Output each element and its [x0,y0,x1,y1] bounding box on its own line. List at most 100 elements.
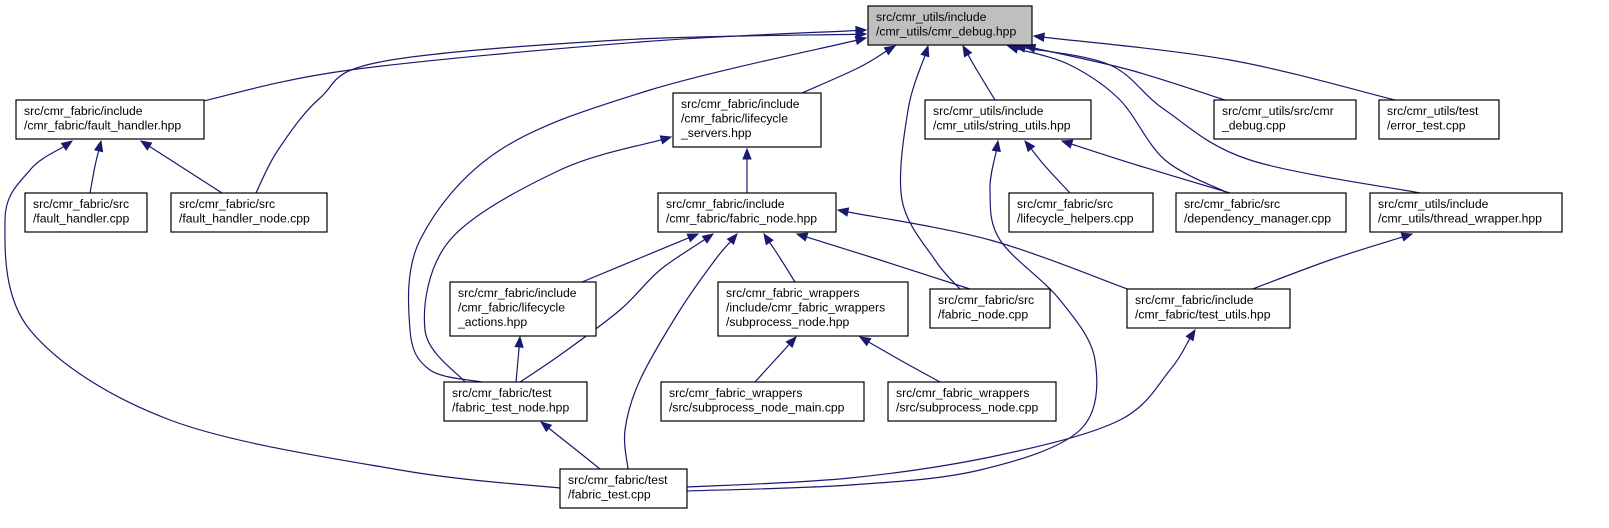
node-box[interactable] [24,192,148,233]
edge-fabric_node_hpp-to-fabric_test_node_hpp [519,233,715,383]
node-label-line: src/cmr_utils/test [1387,104,1479,118]
graph-node-cmr-debug-cpp[interactable]: src/cmr_utils/src/cmr_debug.cpp [1213,99,1357,140]
graph-node-error-test-cpp[interactable]: src/cmr_utils/test/error_test.cpp [1378,99,1500,140]
node-label-line: /fabric_node.cpp [938,308,1028,322]
graph-node-dependency-manager-cpp[interactable]: src/cmr_fabric/src/dependency_manager.cp… [1175,192,1347,233]
edge-line [1023,47,1421,194]
edge-line [867,340,941,383]
node-label-line: /subprocess_node.hpp [726,315,850,329]
graph-node-subprocess-node-cpp[interactable]: src/cmr_fabric_wrappers/src/subprocess_n… [887,381,1057,422]
nodes-layer: src/cmr_utils/include/cmr_utils/cmr_debu… [15,5,1563,509]
graph-node-fault-handler-hpp[interactable]: src/cmr_fabric/include/cmr_fabric/fault_… [15,99,205,140]
node-label-line: /cmr_fabric/lifecycle [458,301,565,315]
node-label-line: src/cmr_fabric/test [568,473,668,487]
graph-node-subprocess-node-main-cpp[interactable]: src/cmr_fabric_wrappers/src/subprocess_n… [660,381,865,422]
arrowhead-icon [763,232,774,246]
graph-node-fabric-node-hpp[interactable]: src/cmr_fabric/include/cmr_fabric/fabric… [657,192,837,233]
arrowhead-icon [539,421,553,433]
arrowhead-icon [139,140,153,151]
node-box[interactable] [1008,192,1154,233]
graph-node-lifecycle-actions-hpp[interactable]: src/cmr_fabric/include/cmr_fabric/lifecy… [449,281,597,337]
edge-line [423,138,663,383]
node-box[interactable] [657,192,837,233]
edge-line [1070,143,1231,194]
node-box[interactable] [449,281,597,337]
node-box[interactable] [717,281,909,337]
node-box[interactable] [1175,192,1347,233]
arrowhead-icon [1024,139,1036,153]
graph-node-fabric-test-cpp[interactable]: src/cmr_fabric/test/fabric_test.cpp [559,468,688,509]
node-label-line: /cmr_utils/thread_wrapper.hpp [1378,212,1542,226]
arrowhead-icon [855,29,868,39]
edge-line [519,238,706,383]
graph-node-fault-handler-node-cpp[interactable]: src/cmr_fabric/src/fault_handler_node.cp… [170,192,328,233]
edge-line [1249,236,1404,291]
arrowhead-icon [726,232,738,246]
edge-root-to-fault_handler_hpp [202,25,868,102]
edge-fabric_test_node_hpp-to-fabric_test_cpp [539,421,601,470]
arrowhead-icon [93,139,104,153]
arrowhead-icon [686,233,700,243]
node-box[interactable] [867,5,1033,46]
edge-fabric_node_hpp-to-lifecycle_actions_hpp [581,233,700,283]
arrowhead-icon [1185,328,1196,342]
arrowhead-icon [1060,139,1074,149]
graph-node-string-utils-hpp[interactable]: src/cmr_utils/include/cmr_utils/string_u… [924,99,1092,140]
node-label-line: src/cmr_fabric/include [681,97,800,111]
node-box[interactable] [1369,192,1563,233]
edge-lifecycle_servers_hpp-to-fabric_node_hpp [742,147,752,193]
node-box[interactable] [1213,99,1357,140]
graph-node-fault-handler-cpp[interactable]: src/cmr_fabric/src/fault_handler.cpp [24,192,148,233]
node-box[interactable] [15,99,205,140]
node-label-line: /cmr_utils/string_utils.hpp [933,119,1071,133]
graph-node-root[interactable]: src/cmr_utils/include/cmr_utils/cmr_debu… [867,5,1033,46]
node-label-line: src/cmr_utils/src/cmr [1222,104,1334,118]
node-label-line: src/cmr_fabric/include [458,286,577,300]
graph-node-fabric-test-node-hpp[interactable]: src/cmr_fabric/test/fabric_test_node.hpp [443,381,588,422]
edge-line [581,236,690,283]
node-label-line: /cmr_fabric/fabric_node.hpp [666,212,817,226]
node-box[interactable] [672,92,822,148]
node-label-line: src/cmr_fabric_wrappers [669,386,802,400]
edge-string_utils_hpp-to-fabric_test_cpp [686,139,1098,492]
node-label-line: /error_test.cpp [1387,119,1466,133]
node-box[interactable] [924,99,1092,140]
edge-line [515,345,520,383]
node-box[interactable] [443,381,588,422]
graph-node-lifecycle-servers-hpp[interactable]: src/cmr_fabric/include/cmr_fabric/lifecy… [672,92,822,148]
arrowhead-icon [659,135,673,145]
node-label-line: /cmr_utils/cmr_debug.hpp [876,25,1016,39]
edge-line [899,54,961,290]
graph-node-test-utils-hpp[interactable]: src/cmr_fabric/include/cmr_fabric/test_u… [1126,288,1291,329]
node-box[interactable] [929,288,1051,329]
edge-line [1033,47,1226,101]
edge-string_utils_hpp-to-dependency_manager_cpp [1060,139,1231,194]
node-label-line: /dependency_manager.cpp [1184,212,1331,226]
node-box[interactable] [887,381,1057,422]
node-label-line: src/cmr_fabric/src [179,197,275,211]
edge-string_utils_hpp-to-lifecycle_helpers_cpp [1024,139,1071,194]
node-label-line: src/cmr_fabric/include [24,104,143,118]
arrowhead-icon [795,232,809,242]
graph-node-subprocess-node-hpp[interactable]: src/cmr_fabric_wrappers/include/cmr_fabr… [717,281,909,337]
graph-node-lifecycle-helpers-cpp[interactable]: src/cmr_fabric/src/lifecycle_helpers.cpp [1008,192,1154,233]
edge-line [805,236,971,290]
node-box[interactable] [660,381,865,422]
node-box[interactable] [1126,288,1291,329]
node-label-line: /fault_handler.cpp [33,212,129,226]
node-box[interactable] [559,468,688,509]
node-box[interactable] [1378,99,1500,140]
edge-root-to-fabric_test_node_hpp [407,35,868,383]
edge-test_utils_hpp-to-fabric_test_cpp [686,328,1196,488]
node-box[interactable] [170,192,328,233]
edge-line [1030,147,1071,194]
graph-node-thread-wrapper-hpp[interactable]: src/cmr_utils/include/cmr_utils/thread_w… [1369,192,1563,233]
graph-node-fabric-node-cpp[interactable]: src/cmr_fabric/src/fabric_node.cpp [929,288,1051,329]
edge-line [754,343,791,383]
node-label-line: /src/subprocess_node.cpp [896,401,1038,415]
edges-layer [4,25,1421,492]
edge-line [623,240,732,470]
edge-line [1016,48,1229,194]
arrowhead-icon [883,45,897,56]
node-label-line: src/cmr_fabric_wrappers [896,386,1029,400]
